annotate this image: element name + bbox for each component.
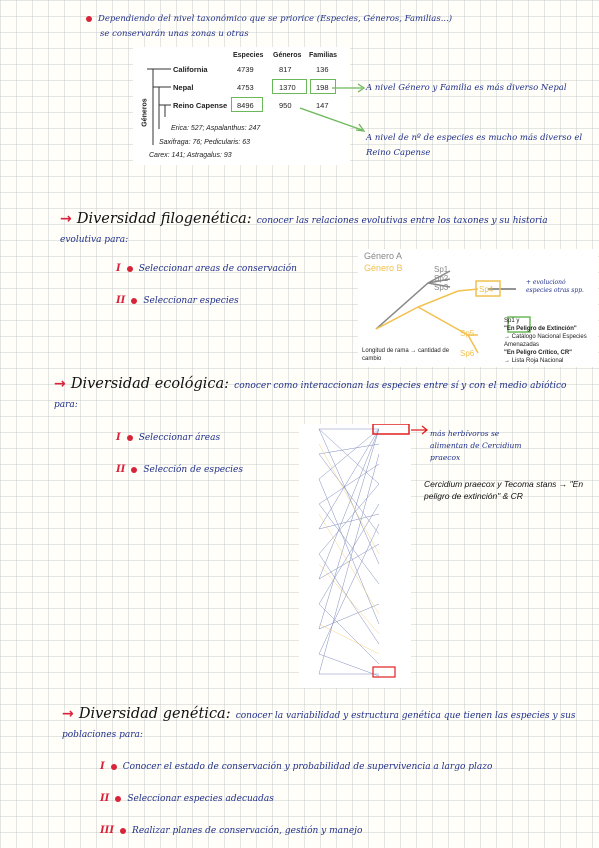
row-label-reino-capense: Reino Capense [173,101,228,110]
legend-item: → Catálogo Nacional Especies Amenazadas [504,334,587,348]
row-label-california: California [173,65,208,74]
step-item: I Seleccionar áreas [116,432,220,443]
genus-b-label: Género B [364,263,403,273]
legend-item: → Lista Roja Nacional [504,358,564,364]
step-text: Conocer el estado de conservación y prob… [122,762,493,772]
cell: 136 [316,65,329,74]
bullet-dot [131,466,138,473]
highlight-box-generos [272,79,307,94]
caption-saxifraga: Saxifraga: 76; Pedicularis: 63 [159,139,251,146]
section-filogenetica: → Diversidad filogenética: conocer las r… [60,208,580,246]
bullet-dot [110,763,117,770]
arrow-right-icon: → [60,211,72,227]
section-desc: conocer como interaccionan las especies … [54,381,567,410]
section-desc: conocer la variabilidad y estructura gen… [62,711,576,740]
step-item: II Seleccionar especies [116,295,239,306]
legend-item: "En Peligro de Extinción" [504,326,577,332]
caption-carex: Carex: 141; Astragalus: 93 [149,152,232,159]
bullet-dot [86,15,92,22]
phylogenetic-tree-figure: Género A Género B Sp1 Sp2 Sp3 Sp4 Sp5 Sp… [358,249,598,367]
step-number: III [100,825,115,836]
genus-a-label: Género A [364,251,403,261]
section-title: Diversidad filogenética: [76,211,252,227]
step-number: I [116,263,121,274]
bullet-dot [126,265,133,272]
step-number: II [100,793,110,804]
highlight-box-familias [310,79,336,94]
intro-note: Dependiendo del nivel taxonómico que se … [86,12,596,42]
step-text: Selección de especies [143,465,243,475]
highlight-box-especies [231,97,263,112]
step-item: I Seleccionar areas de conservación [116,263,297,274]
cell: 817 [279,65,292,74]
species-label: Sp4 [479,285,494,294]
branch-length-label: Longitud de rama → cantidad de cambio [362,348,450,362]
cell-highlight: 1370 [279,83,296,92]
note-nepal: A nivel Género y Familia es más diverso … [366,83,567,93]
section-ecologica: → Diversidad ecológica: conocer como int… [54,373,584,411]
species-label: Sp6 [460,349,475,358]
bullet-dot [131,297,138,304]
note-peligro: Cercidium praecox y Tecoma stans → "En p… [424,479,584,501]
step-text: Seleccionar áreas [138,433,221,443]
intro-line2: se conservarán unas zonas u otras [100,29,249,39]
col-header-especies: Especies [233,52,264,59]
caption-erica: Erica: 527; Aspalanthus: 247 [171,125,261,132]
cell: 950 [279,101,292,110]
section-title: Diversidad genética: [78,706,231,722]
cell-highlight: 8496 [237,101,254,110]
cell: 147 [316,101,329,110]
species-label: Sp3 [434,283,449,292]
col-header-generos: Géneros [273,52,302,59]
step-text: Realizar planes de conservación, gestión… [132,826,363,836]
arrow-right-icon: → [54,376,66,392]
section-desc: conocer las relaciones evolutivas entre … [60,216,548,245]
legend-box: Sp1 y "En Peligro de Extinción" → Catálo… [504,317,596,365]
legend-item: "En Peligro Crítico, CR" [504,350,573,356]
intro-line1: Dependiendo del nivel taxonómico que se … [98,14,453,24]
extra-species-note: + evolucionó especies otras spp. [526,279,584,294]
annotation-arrow [411,425,429,435]
step-number: I [100,761,105,772]
species-label: Sp1 [434,265,449,274]
network-lines [318,423,410,678]
annotation-arrows [300,83,366,132]
step-text: Seleccionar especies [143,296,239,306]
arrow-right-icon: → [62,706,74,722]
taxonomy-table-figure: Especies Géneros Familias Géneros Califo… [133,47,350,165]
note-reino-capense: A nivel de nº de especies es mucho más d… [366,133,583,158]
step-item: I Conocer el estado de conservación y pro… [100,761,595,772]
row-label-nepal: Nepal [173,83,194,92]
step-number: I [116,432,121,443]
interaction-network-figure [299,423,411,688]
step-item: II Seleccionar especies adecuadas [100,793,274,804]
step-text: Seleccionar areas de conservación [138,264,297,274]
cell: 4739 [237,65,254,74]
bullet-dot [126,434,133,441]
tree-lines [147,68,171,145]
step-item: III Realizar planes de conservación, gest… [100,825,362,836]
step-number: II [116,464,126,475]
legend-title: Sp1 y [504,318,520,324]
cell: 4753 [237,83,254,92]
cell-highlight: 198 [316,83,329,92]
species-label: Sp2 [434,274,449,283]
bullet-dot [120,827,127,834]
col-header-familias: Familias [309,52,338,59]
section-genetica: → Diversidad genética: conocer la variab… [62,703,582,741]
section-title: Diversidad ecológica: [70,376,230,392]
bullet-dot [115,795,122,802]
species-label: Sp5 [460,329,475,338]
step-number: II [116,295,126,306]
axis-label-generos: Géneros [141,98,149,127]
tree-branches [375,270,531,354]
note-herbivoros: más herbívoros se alimentan de Cercidium… [430,429,522,462]
step-text: Seleccionar especies adecuadas [127,794,274,804]
step-item: II Selección de especies [116,464,243,475]
